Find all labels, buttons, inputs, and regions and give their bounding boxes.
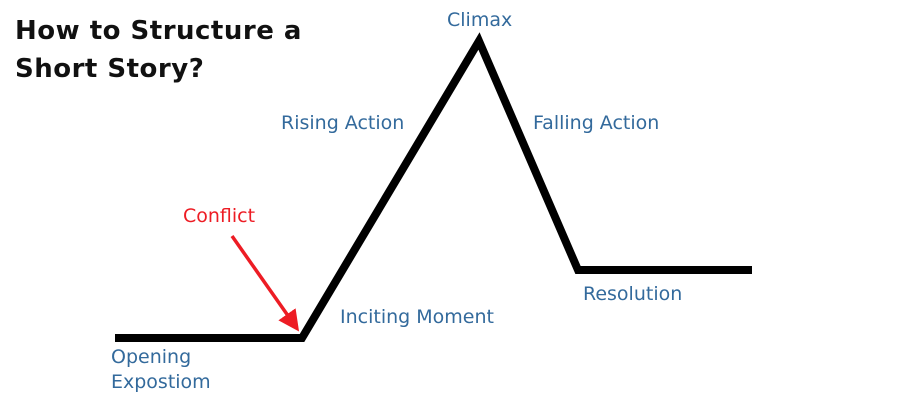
story-arc-line: [115, 32, 752, 342]
label-conflict: Conflict: [183, 205, 256, 227]
label-opening-line1: Opening: [111, 346, 192, 368]
label-falling-action: Falling Action: [533, 112, 660, 134]
conflict-arrow: [230, 234, 300, 332]
label-resolution: Resolution: [583, 283, 683, 305]
page-title: How to Structure a Short Story?: [15, 12, 302, 88]
label-inciting-moment: Inciting Moment: [340, 306, 494, 328]
page-title-line2: Short Story?: [15, 54, 205, 84]
label-opening-line2: Expostiom: [111, 371, 211, 393]
label-rising-action: Rising Action: [281, 112, 405, 134]
label-climax: Climax: [447, 9, 513, 31]
page-title-line1: How to Structure a: [15, 16, 302, 46]
label-opening-exposition: Opening Expostiom: [111, 345, 211, 395]
